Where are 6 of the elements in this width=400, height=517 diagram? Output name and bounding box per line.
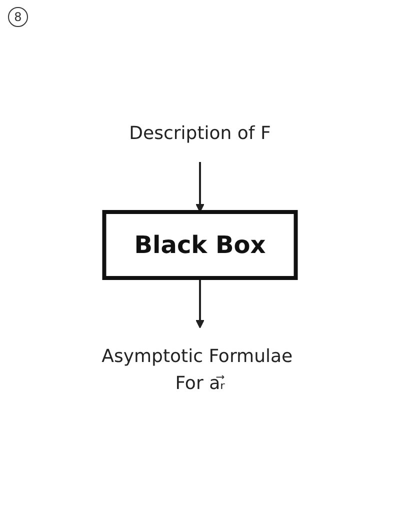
node-box: Black Box (102, 210, 298, 280)
node-text: Asymptotic Formulae For aᵣ⃗ (102, 346, 293, 394)
page-number: 8 (8, 7, 28, 27)
node-text: Description of F (129, 123, 271, 144)
arrow (196, 278, 204, 328)
arrow (196, 162, 204, 212)
